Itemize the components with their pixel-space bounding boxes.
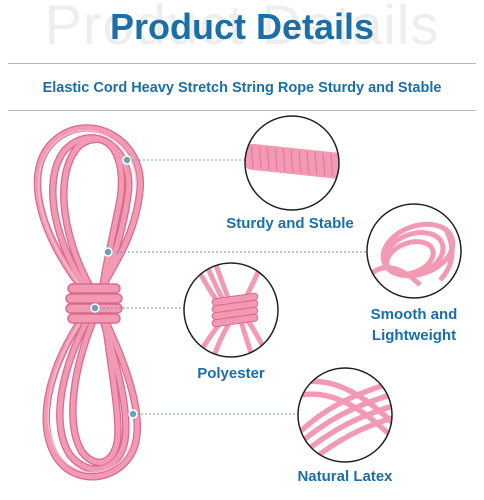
product-subtitle: Elastic Cord Heavy Stretch String Rope S… [42, 80, 442, 96]
connector-lines [95, 159, 367, 415]
top-divider [8, 63, 476, 64]
feature-label-latex: Natural Latex [297, 468, 393, 485]
feature-label-smooth-line1: Smooth and [370, 306, 458, 323]
feature-label-smooth-line2: Lightweight [371, 327, 457, 344]
page-title: Product Details [109, 6, 375, 47]
cord-bundle-icon [183, 262, 279, 358]
cord-strands-icon [297, 367, 393, 463]
cord-closeup-icon [244, 115, 340, 211]
elastic-cord-coil-image [33, 124, 144, 481]
feature-label-sturdy: Sturdy and Stable [226, 215, 354, 232]
cord-coil-icon [366, 203, 462, 299]
connector-dots [90, 155, 138, 419]
watermark-title: Product Details [44, 0, 440, 56]
feature-label-polyester: Polyester [197, 365, 265, 382]
subtitle-divider [8, 110, 476, 111]
